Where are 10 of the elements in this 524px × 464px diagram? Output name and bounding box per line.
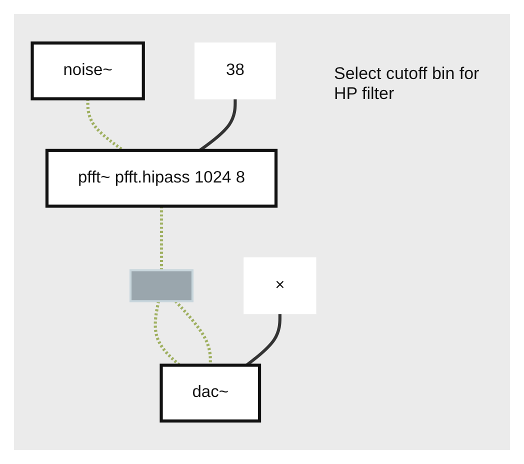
connector — [86, 98, 124, 152]
node-box: 38 — [194, 42, 276, 100]
comment-text: Select cutoff bin for HP filter — [334, 64, 480, 104]
node-box: noise~ — [30, 41, 145, 100]
connector — [154, 300, 181, 366]
node-box: × — [244, 257, 316, 314]
node-box: pfft~ pfft.hipass 1024 8 — [45, 148, 278, 208]
connector — [160, 206, 164, 270]
node-box: dac~ — [160, 364, 262, 423]
node-bar — [129, 269, 194, 302]
